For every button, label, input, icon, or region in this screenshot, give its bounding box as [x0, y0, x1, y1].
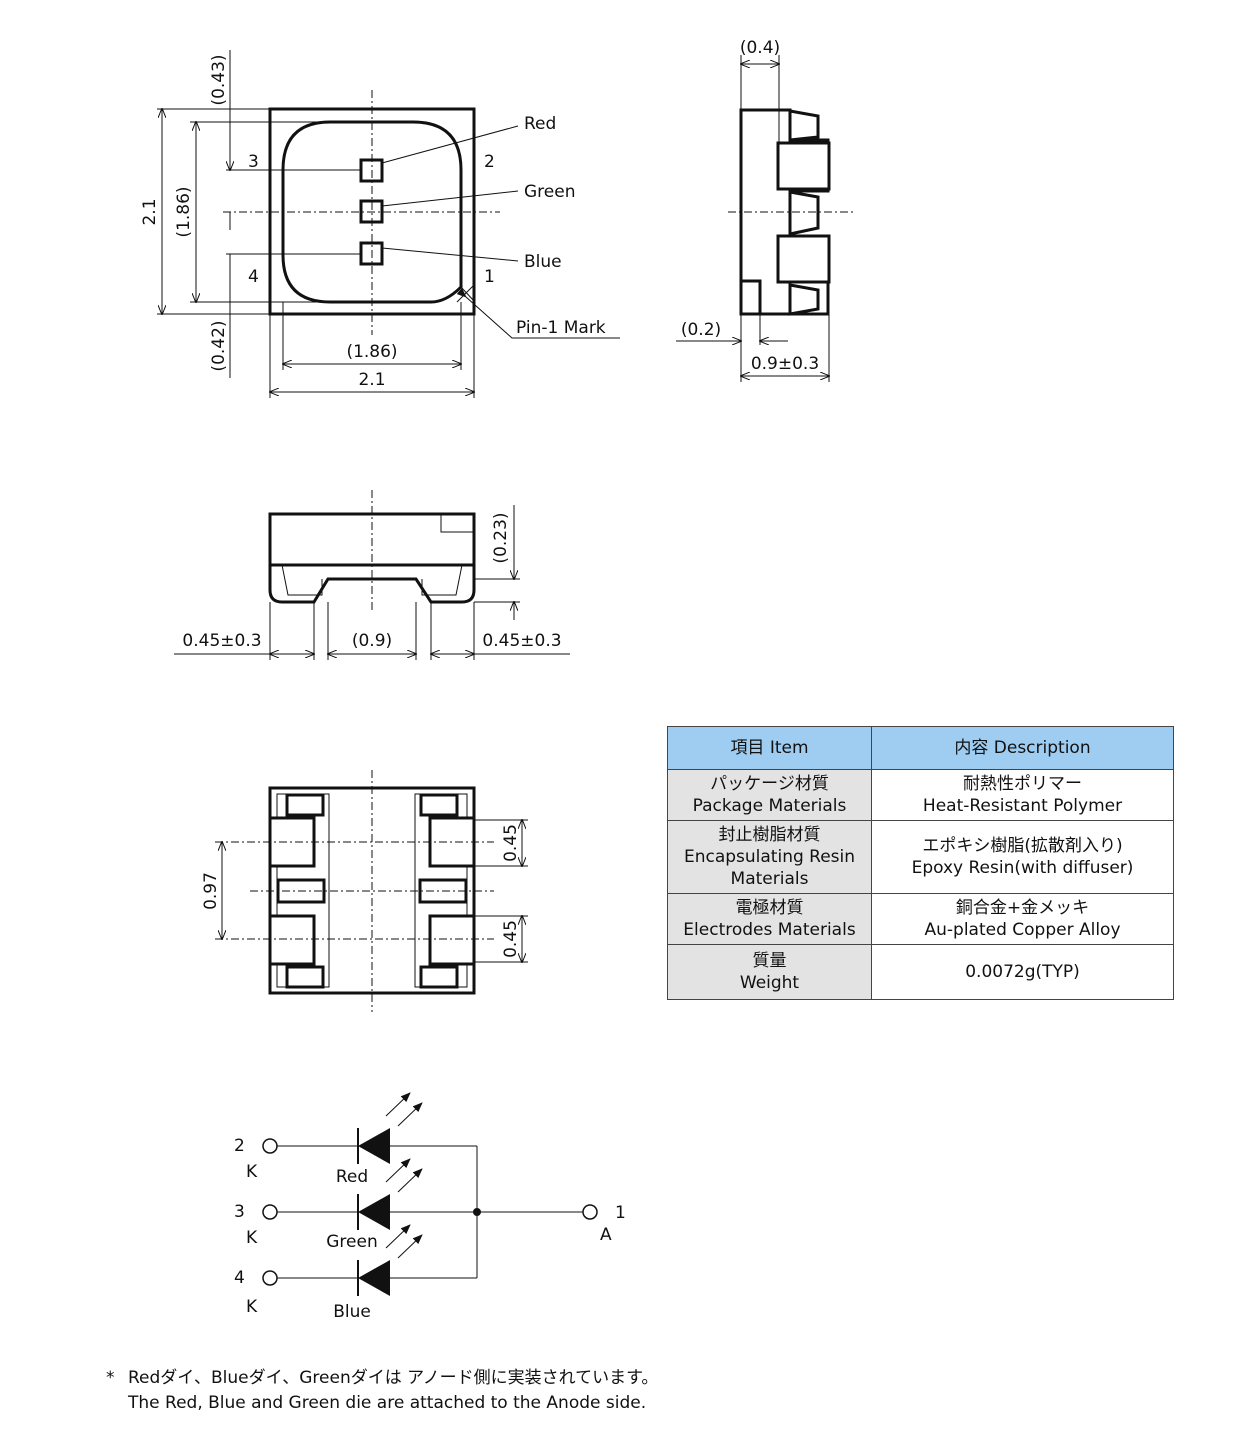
header-description: 内容 Description	[871, 726, 1174, 770]
dim-top-offset: (0.43)	[209, 54, 229, 105]
dim-side-thickness: 0.9±0.3	[751, 354, 819, 374]
green-label: Green	[524, 182, 575, 202]
circuit-pin-3-type: K	[246, 1228, 258, 1248]
footnote-marker: *	[106, 1368, 115, 1388]
pin-3-number: 3	[248, 152, 259, 172]
pin-4-terminal	[262, 1270, 278, 1286]
green-die	[359, 199, 384, 224]
circuit-anode-type: A	[600, 1225, 612, 1245]
table-header-row: 項目 Item 内容 Description	[667, 726, 1174, 770]
footnote-jp: Redダイ、Blueダイ、Greenダイは アノード側に実装されています。	[128, 1368, 659, 1388]
blue-diode-symbol	[357, 1224, 423, 1296]
dim-height: 2.1	[140, 198, 160, 225]
dim-right-pad: 0.45±0.3	[482, 631, 561, 651]
dim-front-height: (0.23)	[491, 512, 511, 563]
dim-left-pad: 0.45±0.3	[182, 631, 261, 651]
red-diode-symbol	[357, 1092, 423, 1164]
pin-1-number: 1	[484, 267, 495, 287]
pin1-mark-label: Pin-1 Mark	[516, 318, 606, 338]
dim-side-top: (0.4)	[740, 38, 780, 58]
dim-width: 2.1	[358, 370, 385, 390]
front-base	[268, 563, 476, 604]
description-cell: 0.0072g(TYP)	[871, 944, 1174, 1000]
header-item: 項目 Item	[667, 726, 872, 770]
dim-side-left: (0.2)	[681, 320, 721, 340]
blue-label: Blue	[524, 252, 562, 272]
dim-bottom-offset: (0.42)	[209, 320, 229, 371]
description-cell: エポキシ樹脂(拡散剤入り)Epoxy Resin(with diffuser)	[871, 820, 1174, 894]
circuit-schematic: 2 K 3 K 4 K Red Green Blue 1 A	[234, 1092, 626, 1322]
circuit-pin-3: 3	[234, 1202, 245, 1222]
top-view: Red Green Blue 3 2 4 1 Pin-1 Mark 2.1 (1…	[140, 50, 620, 398]
footnote: * Redダイ、Blueダイ、Greenダイは アノード側に実装されています。 …	[106, 1366, 658, 1416]
dim-inner-height: (1.86)	[174, 186, 194, 237]
pin-3-terminal	[262, 1204, 278, 1220]
pin-4-number: 4	[248, 267, 259, 287]
green-diode-symbol	[357, 1158, 423, 1230]
pin-2-terminal	[262, 1138, 278, 1154]
dim-pad-lower: 0.45	[501, 920, 521, 958]
circuit-pin-4-type: K	[246, 1297, 258, 1317]
dim-pad-upper: 0.45	[501, 824, 521, 862]
red-label: Red	[524, 114, 556, 134]
dim-pitch: 0.97	[201, 872, 221, 910]
circuit-pin-4: 4	[234, 1268, 245, 1288]
pin-2-number: 2	[484, 152, 495, 172]
dim-center: (0.9)	[352, 631, 392, 651]
front-view: (0.23) 0.45±0.3 (0.9) 0.45±0.3	[174, 490, 570, 660]
side-view: (0.4) (0.2) 0.9±0.3	[676, 38, 855, 382]
bottom-view: 0.97 0.45 0.45	[201, 770, 528, 1012]
dim-inner-width: (1.86)	[346, 342, 397, 362]
circuit-red-label: Red	[336, 1167, 368, 1187]
circuit-blue-label: Blue	[333, 1302, 371, 1322]
circuit-pin-2: 2	[234, 1136, 245, 1156]
circuit-anode-pin: 1	[615, 1203, 626, 1223]
anode-terminal	[582, 1204, 598, 1220]
footnote-en: The Red, Blue and Green die are attached…	[128, 1393, 647, 1413]
circuit-pin-2-type: K	[246, 1162, 258, 1182]
circuit-green-label: Green	[326, 1232, 377, 1252]
